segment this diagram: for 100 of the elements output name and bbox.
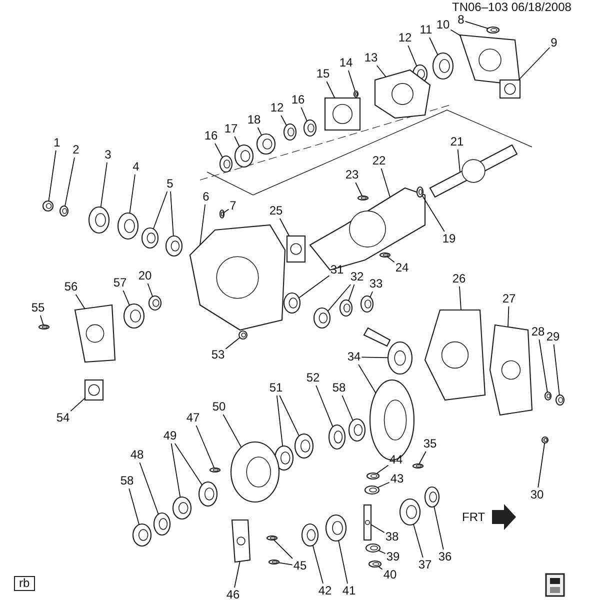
leader-line: [434, 506, 444, 550]
leader-line: [408, 45, 418, 67]
part-drawing: [555, 394, 565, 406]
part-drawing: [328, 424, 346, 450]
leader-line: [147, 283, 154, 298]
callout-number: 10: [436, 18, 450, 32]
leader-line: [225, 337, 240, 350]
leader-line: [70, 398, 86, 412]
part-drawing: [432, 52, 454, 80]
callout-number: 50: [212, 400, 226, 414]
callout-number: 34: [347, 350, 361, 364]
part-drawing: [266, 535, 278, 541]
callout-number: 13: [364, 52, 378, 64]
part-drawing: [165, 235, 183, 257]
part-drawing: [198, 481, 218, 507]
callout-number: 27: [502, 292, 516, 306]
leader-line: [386, 256, 395, 263]
part-drawing: [368, 560, 382, 568]
drawing-code: TN06–103 06/18/2008: [452, 1, 572, 14]
callout-number: 39: [386, 550, 400, 564]
callout-number: 46: [226, 588, 240, 600]
callout-number: 26: [452, 272, 466, 286]
part-drawing: [364, 485, 380, 495]
callout-number: 30: [530, 488, 544, 502]
part-drawing: [286, 235, 306, 263]
direction-label: FRT: [462, 511, 486, 524]
part-drawing: [189, 224, 286, 331]
leader-line: [508, 306, 510, 328]
leader-line: [122, 290, 130, 306]
part-drawing: [366, 472, 380, 480]
leader-line: [174, 443, 203, 486]
leader-line: [348, 284, 355, 302]
leader-line: [280, 115, 287, 126]
leader-line: [100, 162, 108, 208]
part-drawing: [424, 486, 440, 508]
callout-number: 35: [423, 438, 437, 450]
callout-number: 12: [398, 32, 412, 44]
part-drawing: [324, 97, 361, 131]
leader-line: [300, 107, 308, 122]
part-drawing: [363, 327, 413, 375]
callout-number: 53: [211, 348, 225, 362]
part-drawing: [117, 212, 139, 240]
callout-number: 32: [350, 270, 364, 284]
leader-line: [327, 284, 352, 312]
callout-number: 21: [450, 136, 464, 148]
part-drawing: [544, 391, 552, 401]
callout-number: 19: [442, 232, 456, 246]
part-drawing: [339, 299, 353, 317]
part-drawing: [256, 133, 276, 155]
callout-number: 56: [64, 280, 78, 294]
leader-line: [450, 29, 462, 36]
part-drawing: [412, 463, 424, 469]
callout-number: 54: [56, 412, 70, 424]
leader-line: [355, 182, 363, 196]
part-drawing: [132, 523, 152, 547]
callout-number: 24: [395, 262, 409, 274]
part-drawing: [313, 307, 331, 329]
callout-number: 58: [120, 474, 134, 488]
part-drawing: [325, 514, 347, 542]
part-drawing: [283, 123, 297, 141]
part-drawing: [88, 206, 110, 234]
callout-number: 11: [420, 24, 432, 36]
leader-line: [170, 191, 174, 236]
part-drawing: [416, 186, 424, 198]
callout-number: 23: [345, 168, 359, 182]
part-drawing: [486, 26, 500, 34]
leader-line: [338, 540, 348, 584]
leader-line: [170, 443, 181, 498]
leader-line: [464, 20, 488, 29]
part-drawing: [541, 436, 549, 444]
leader-line: [429, 37, 438, 56]
leader-line: [413, 524, 424, 558]
callout-number: 57: [113, 276, 127, 290]
part-drawing: [459, 34, 521, 86]
callout-number: 51: [269, 382, 283, 394]
part-drawing: [38, 324, 50, 330]
callout-number: 8: [458, 14, 464, 26]
callout-number: 48: [130, 448, 144, 462]
callout-number: 4: [132, 160, 140, 174]
part-drawing: [283, 292, 301, 314]
callout-number: 45: [293, 560, 307, 572]
part-drawing: [84, 379, 104, 401]
callout-number: 42: [318, 584, 332, 598]
leader-line: [380, 168, 390, 198]
leader-line: [457, 149, 460, 172]
leader-line: [279, 395, 300, 436]
leader-line: [377, 482, 390, 488]
part-drawing: [363, 504, 372, 541]
leader-line: [376, 464, 389, 474]
callout-number: 43: [390, 472, 404, 486]
leader-line: [358, 364, 376, 394]
leader-line: [342, 395, 354, 421]
leader-line: [64, 157, 75, 207]
leader-line: [129, 174, 136, 214]
callout-number: 1: [54, 136, 60, 150]
callout-number: 18: [247, 114, 261, 126]
leader-line: [257, 127, 262, 136]
callout-number: 55: [31, 302, 45, 314]
callout-number: 9: [550, 36, 558, 50]
part-drawing: [230, 441, 280, 503]
